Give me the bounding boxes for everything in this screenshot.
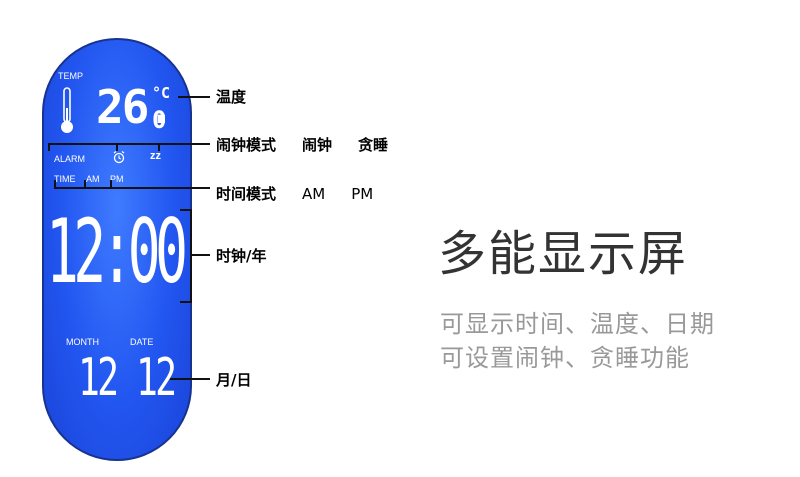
am-tick xyxy=(84,180,86,188)
time-tick xyxy=(54,180,56,188)
time-mode-leader-line xyxy=(54,187,210,189)
date-label: DATE xyxy=(130,337,154,347)
callout-pm-text: PM xyxy=(351,185,374,203)
alarm-label: ALARM xyxy=(54,154,86,164)
temperature-value: 26. xyxy=(96,80,175,134)
snooze-icon: zz xyxy=(150,150,161,162)
time-label: TIME xyxy=(54,174,76,184)
headline-line-2: 可设置闹钟、贪睡功能 xyxy=(440,344,690,372)
am-indicator: AM xyxy=(86,174,100,184)
callout-temperature: 温度 xyxy=(216,88,247,106)
pm-tick xyxy=(110,180,112,188)
callout-alarm-mode-text: 闹钟模式 xyxy=(216,136,277,154)
clock-leader-line xyxy=(190,254,210,256)
alarm-bracket-left xyxy=(48,143,212,151)
date-leader-line xyxy=(170,378,210,380)
thermometer-icon xyxy=(61,87,73,133)
temperature-unit: °C xyxy=(152,84,171,102)
callout-time-mode: 时间模式 AM PM xyxy=(216,183,373,204)
clock-value: 12:00 xyxy=(46,200,188,303)
callout-alarm-mode: 闹钟模式 闹钟 贪睡 xyxy=(216,134,388,155)
month-label: MONTH xyxy=(66,337,99,347)
temperature-leader-line xyxy=(178,96,210,98)
alarm-tick xyxy=(116,143,118,151)
callout-snooze-text: 贪睡 xyxy=(358,136,389,154)
pm-indicator: PM xyxy=(110,174,124,184)
callout-month-day: 月/日 xyxy=(216,371,252,389)
temp-label: TEMP xyxy=(58,71,84,81)
callout-time-mode-text: 时间模式 xyxy=(216,185,277,203)
snooze-tick xyxy=(158,143,160,151)
headline-title: 多能显示屏 xyxy=(438,226,689,282)
callout-am-text: AM xyxy=(302,185,326,203)
date-value: 12 xyxy=(136,348,177,408)
clock-bracket xyxy=(180,209,192,303)
temperature-decimal: 0 xyxy=(152,106,167,134)
alarm-leader-line xyxy=(48,143,210,145)
month-value: 12 xyxy=(78,348,119,408)
callout-alarm-text: 闹钟 xyxy=(302,136,333,154)
lcd-display-panel: TEMP 26. 0 °C ALARM zz TIME AM PM 12:00 … xyxy=(42,38,192,461)
headline-line-1: 可显示时间、温度、日期 xyxy=(440,310,715,338)
alarm-clock-icon xyxy=(113,151,125,164)
callout-clock-year: 时钟/年 xyxy=(216,247,267,265)
